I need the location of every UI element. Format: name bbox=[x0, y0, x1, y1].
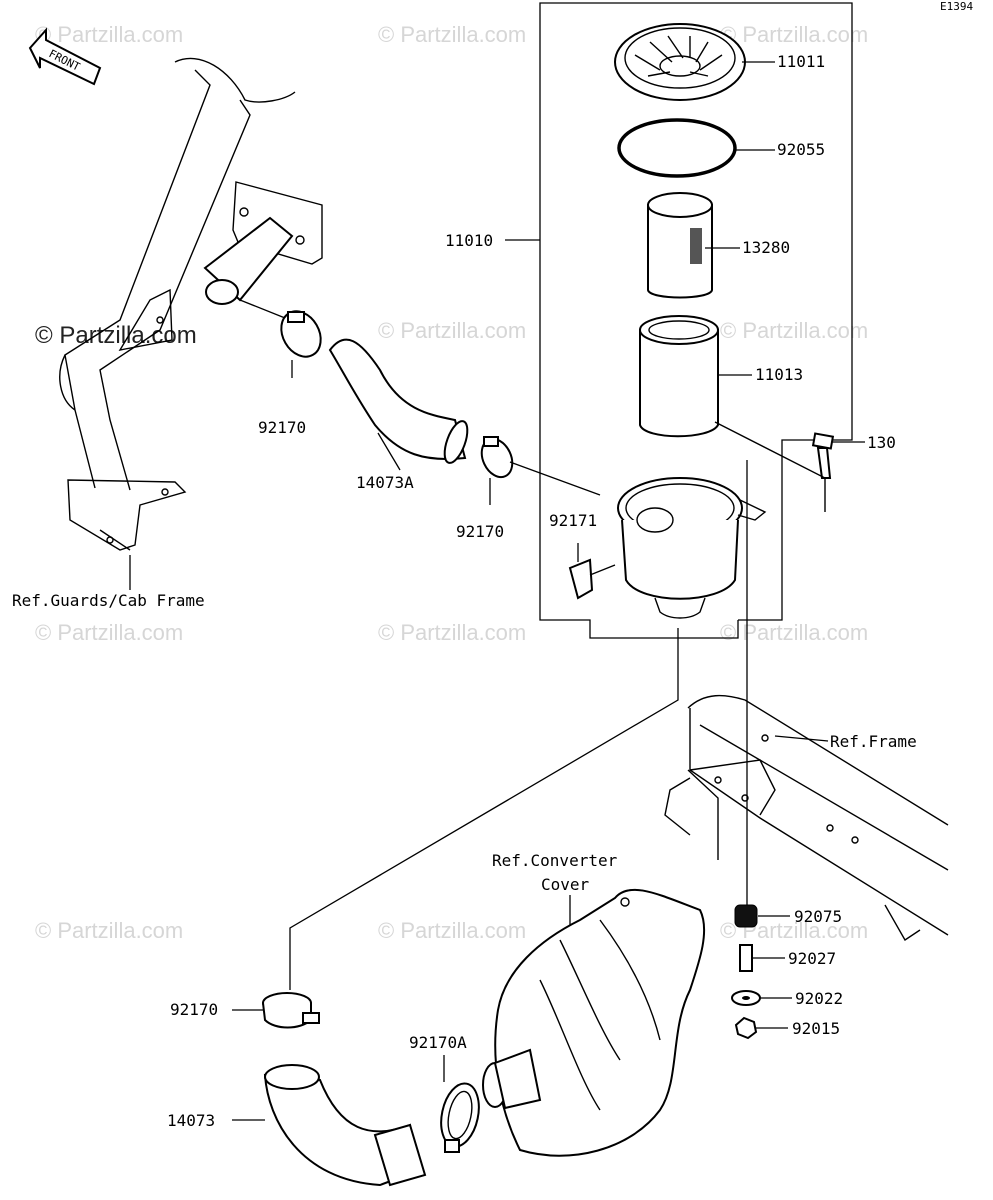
watermark: © Partzilla.com bbox=[378, 918, 526, 943]
watermark: © Partzilla.com bbox=[720, 620, 868, 645]
diagram-id: E1394 bbox=[940, 0, 973, 13]
watermark: © Partzilla.com bbox=[378, 318, 526, 343]
collar-92027 bbox=[739, 944, 785, 972]
label-11011: 11011 bbox=[777, 52, 825, 71]
air-cleaner-assembly-outline bbox=[505, 2, 853, 639]
air-cleaner-housing bbox=[617, 421, 826, 619]
label-ref-frame: Ref.Frame bbox=[830, 732, 917, 751]
label-92170-middle: 92170 bbox=[456, 522, 504, 541]
label-11010: 11010 bbox=[445, 231, 493, 250]
nut-92015 bbox=[734, 1016, 788, 1040]
seal-ring-92055 bbox=[617, 118, 775, 178]
grommet-92075 bbox=[734, 904, 790, 928]
watermark: © Partzilla.com bbox=[35, 22, 183, 47]
element-13280 bbox=[647, 192, 740, 299]
watermark: © Partzilla.com bbox=[720, 318, 868, 343]
watermark: © Partzilla.com bbox=[35, 918, 183, 943]
label-92171: 92171 bbox=[549, 511, 597, 530]
label-13280: 13280 bbox=[742, 238, 790, 257]
hose-clamp-92170-lower bbox=[232, 992, 320, 1029]
watermarks: © Partzilla.com © Partzilla.com © Partzi… bbox=[35, 22, 868, 943]
label-92022: 92022 bbox=[795, 989, 843, 1008]
label-14073: 14073 bbox=[167, 1111, 215, 1130]
cab-frame-tube bbox=[59, 57, 296, 551]
label-92170-upper: 92170 bbox=[258, 418, 306, 437]
watermark: © Partzilla.com bbox=[378, 22, 526, 47]
intake-bracket bbox=[118, 181, 323, 351]
hose-clamp-92170-middle bbox=[480, 436, 601, 505]
cover-11011 bbox=[614, 23, 775, 101]
washer-92022 bbox=[731, 990, 792, 1006]
label-92015: 92015 bbox=[792, 1019, 840, 1038]
watermark: © Partzilla.com bbox=[35, 620, 183, 645]
bolt-130 bbox=[811, 432, 865, 479]
converter-cover bbox=[482, 888, 706, 1157]
label-92027: 92027 bbox=[788, 949, 836, 968]
label-92075: 92075 bbox=[794, 907, 842, 926]
label-92170-lower: 92170 bbox=[170, 1000, 218, 1019]
ref-frame bbox=[664, 460, 949, 941]
label-11013: 11013 bbox=[755, 365, 803, 384]
label-130: 130 bbox=[867, 433, 896, 452]
watermark: © Partzilla.com bbox=[720, 22, 868, 47]
watermark: © Partzilla.com bbox=[378, 620, 526, 645]
watermark-dark: © Partzilla.com bbox=[35, 322, 197, 349]
label-92170a: 92170A bbox=[409, 1033, 467, 1052]
hose-clamp-92170-upper bbox=[239, 299, 322, 378]
filter-11013 bbox=[639, 315, 752, 438]
label-ref-converter-1: Ref.Converter bbox=[492, 851, 618, 870]
label-92055: 92055 bbox=[777, 140, 825, 159]
hose-14073 bbox=[232, 1064, 427, 1187]
label-14073a: 14073A bbox=[356, 473, 414, 492]
hose-clamp-92170a bbox=[440, 1055, 480, 1153]
clip-92171 bbox=[568, 543, 616, 600]
hose-14073a bbox=[328, 338, 469, 471]
label-ref-guards: Ref.Guards/Cab Frame bbox=[12, 591, 205, 610]
label-ref-converter-2: Cover bbox=[541, 875, 590, 894]
